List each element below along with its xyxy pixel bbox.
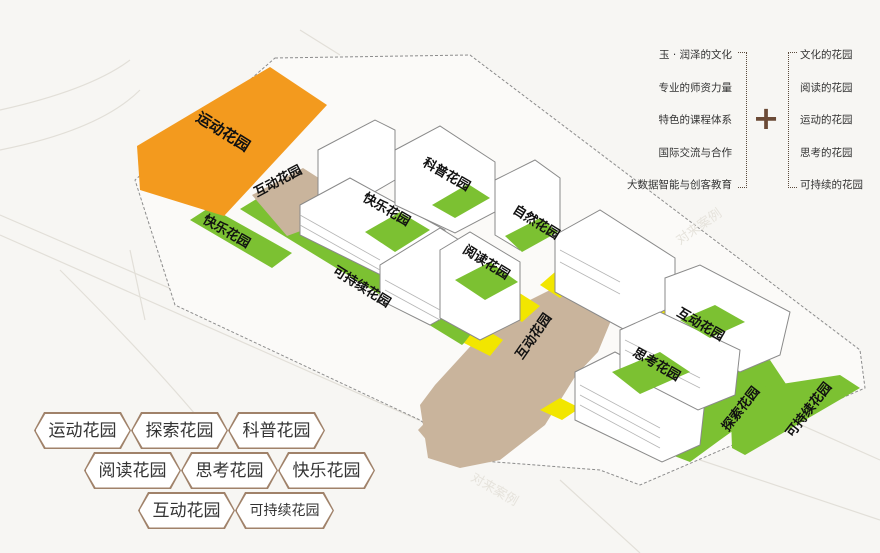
concept-item: 特色的课程体系 (658, 114, 733, 126)
garden-type-item: 阅读的花园 (800, 81, 853, 94)
concept-item: 大数据智能与创客教育 (627, 179, 732, 191)
chip-row: 运动花园 探索花园 科普花园 (34, 412, 325, 449)
chip-sustainable-garden: 可持续花园 (237, 494, 333, 528)
buildings (299, 119, 791, 463)
concept-item: 专业的师资力量 (658, 81, 733, 94)
central-plaza (420, 285, 612, 468)
thinking-courtyard (612, 352, 690, 394)
garden-type-item: 思考的花园 (800, 146, 853, 159)
chip-explore-garden: 探索花园 (133, 414, 227, 448)
chip-sports-garden: 运动花园 (36, 414, 130, 448)
science-courtyard (432, 184, 490, 218)
concept-item: 玉 · 润泽的文化 (658, 49, 732, 61)
plus-icon: + (752, 99, 780, 137)
sports-garden-block (137, 67, 327, 216)
garden-chip-legend: 运动花园 探索花园 科普花园 阅读花园 思考花园 快乐花园 互动花园 可持续花园 (30, 412, 410, 532)
concept-list: 玉 · 润泽的文化 专业的师资力量 特色的课程体系 国际交流与合作 大数据智能与… (586, 44, 732, 207)
chip-reading-garden: 阅读花园 (86, 454, 180, 488)
chip-row: 互动花园 可持续花园 (138, 492, 334, 529)
reading-courtyard (455, 262, 518, 300)
garden-type-item: 可持续的花园 (800, 179, 863, 191)
chip-row: 阅读花园 思考花园 快乐花园 (84, 452, 375, 489)
left-bracket (738, 52, 747, 188)
nature-courtyard (505, 218, 558, 252)
sustainable-garden-right-strip (730, 375, 860, 455)
garden-type-item: 运动的花园 (800, 114, 853, 126)
garden-type-list: 文化的花园 阅读的花园 运动的花园 思考的花园 可持续的花园 (800, 44, 880, 207)
garden-type-item: 文化的花园 (800, 49, 853, 61)
concept-item: 国际交流与合作 (658, 146, 733, 159)
happy-garden-strip (190, 207, 292, 268)
chip-happy-garden: 快乐花园 (280, 454, 374, 488)
chip-interact-garden: 互动花园 (140, 494, 234, 528)
chip-science-garden: 科普花园 (230, 414, 324, 448)
watermark: 对来案例 (468, 470, 521, 509)
chip-thinking-garden: 思考花园 (183, 454, 277, 488)
entrance-arrow (418, 402, 470, 462)
yellow-path-4 (540, 398, 580, 420)
happy-courtyard (365, 212, 430, 252)
interact-right-courtyard (680, 305, 745, 338)
right-bracket (788, 52, 797, 188)
